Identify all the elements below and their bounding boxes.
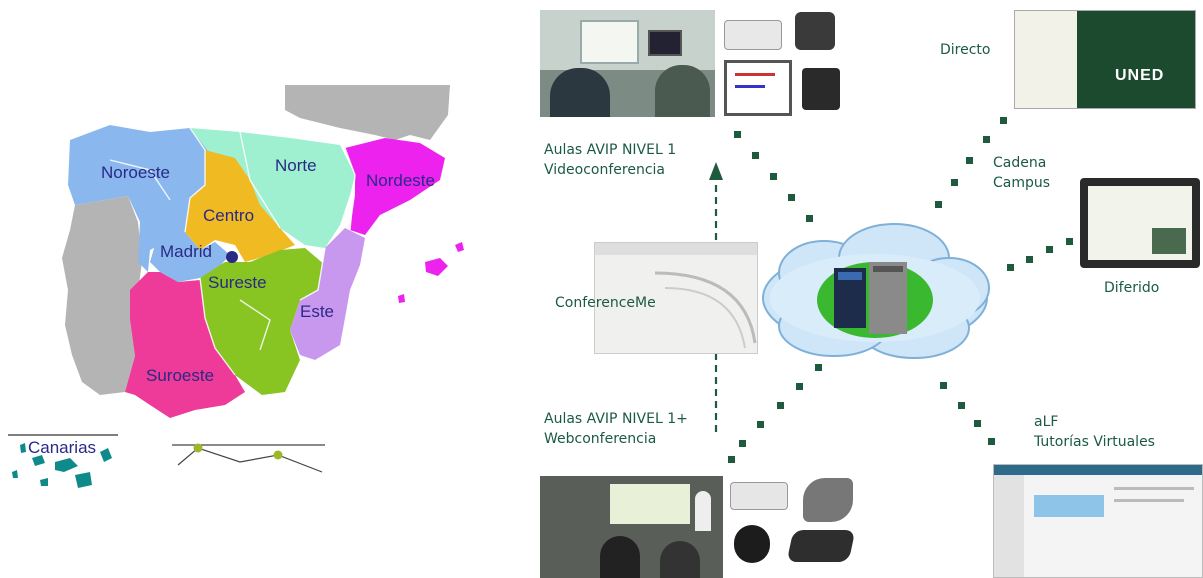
whiteboard-icon [724, 60, 792, 116]
region-este [290, 228, 365, 360]
label-madrid: Madrid [160, 242, 212, 261]
portugal-landmass [62, 196, 142, 395]
label-aulas-nivel1: Aulas AVIP NIVEL 1 Videoconferencia [544, 140, 676, 180]
alf-screenshot [993, 464, 1203, 578]
label-este: Este [300, 302, 335, 321]
speakerphone-icon [786, 530, 856, 562]
conferenceme-screenshot [594, 242, 758, 354]
region-noroeste [68, 125, 210, 272]
directo-screenshot: UNED [1014, 10, 1196, 109]
region-sureste [200, 248, 325, 395]
label-noroeste: Noroeste [101, 163, 170, 182]
codec-icon [802, 68, 840, 110]
diferido-screenshot [1080, 178, 1200, 268]
label-suroeste: Suroeste [146, 366, 215, 385]
alf-subtitle: Tutorías Virtuales [1034, 434, 1155, 450]
webcam-arm-icon [803, 478, 853, 522]
uned-logo: UNED [1115, 67, 1165, 84]
label-cadena-campus: Cadena Campus [993, 153, 1050, 193]
videoconference-classroom-photo [540, 10, 715, 117]
label-nordeste: Nordeste [366, 171, 435, 190]
madrid-dot [226, 251, 238, 263]
scale-dot-right [273, 450, 283, 460]
canarias-islands [12, 443, 112, 488]
label-alf: aLF Tutorías Virtuales [1034, 412, 1155, 452]
region-madrid [150, 232, 230, 282]
scale-dot-left [193, 443, 203, 453]
nivel1plus-subtitle: Webconferencia [544, 431, 657, 447]
label-diferido: Diferido [1104, 280, 1160, 296]
alf-title: aLF [1034, 414, 1059, 430]
label-directo: Directo [940, 42, 991, 58]
label-aulas-nivel1plus: Aulas AVIP NIVEL 1+ Webconferencia [544, 409, 688, 449]
label-centro: Centro [203, 206, 255, 225]
webconference-classroom-photo [540, 476, 723, 578]
webcam-icon [734, 525, 770, 563]
baleares-islands [398, 242, 464, 303]
cloud-server-icon [762, 223, 990, 359]
nivel1-subtitle: Videoconferencia [544, 162, 666, 178]
region-suroeste [125, 272, 245, 418]
spain-map [8, 85, 464, 488]
label-sureste: Sureste [208, 273, 267, 292]
region-centro [185, 150, 295, 262]
nivel1plus-title: Aulas AVIP NIVEL 1+ [544, 411, 688, 427]
label-conferenceme: ConferenceMe [555, 295, 656, 311]
region-nordeste [345, 138, 445, 235]
projector-icon [724, 20, 782, 50]
projector-icon-2 [730, 482, 788, 510]
label-norte: Norte [275, 156, 317, 175]
nivel1-title: Aulas AVIP NIVEL 1 [544, 142, 677, 158]
camera-icon [795, 12, 835, 50]
cadena-line2: Campus [993, 175, 1051, 191]
france-landmass [285, 85, 450, 140]
label-canarias: Canarias [28, 438, 97, 457]
cadena-line1: Cadena [993, 155, 1047, 171]
